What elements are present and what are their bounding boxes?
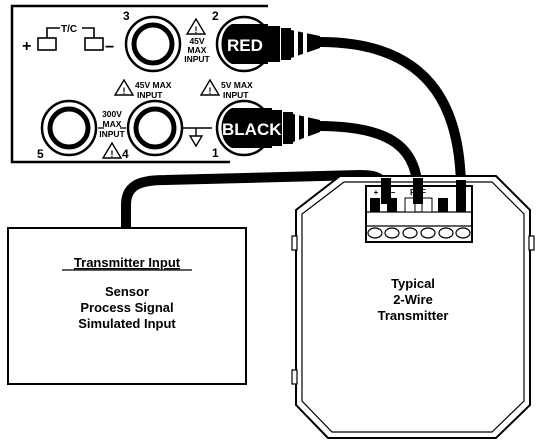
warn-45v-line2: MAX	[188, 45, 207, 55]
warning-triangle-icon	[113, 78, 135, 96]
transmitter-line2: 2-Wire	[393, 292, 433, 307]
warn-45v-line1: 45V	[189, 36, 204, 46]
tc-minus: −	[105, 39, 114, 56]
jack-5: 5	[37, 99, 98, 161]
warning-triangle-icon	[185, 17, 207, 35]
tc-bracket	[46, 27, 95, 38]
warn-5v-line1: 5V MAX	[221, 80, 253, 90]
warning-300v: 300V MAX INPUT !	[98, 109, 126, 159]
tc-label: T/C	[61, 24, 77, 35]
svg-text:!: !	[123, 86, 126, 96]
warn-45v-mid-line1: 45V MAX	[135, 80, 172, 90]
transmitter-input-line3: Simulated Input	[78, 316, 176, 331]
svg-text:!: !	[209, 86, 212, 96]
warning-45v-top: ! 45V MAX INPUT	[184, 17, 211, 64]
terminal-minus: −	[391, 188, 396, 197]
jack-5-number: 5	[37, 147, 44, 161]
transmitter-input-line1: Sensor	[105, 284, 149, 299]
jack-1-number: 1	[212, 146, 219, 160]
tc-plus: +	[22, 38, 31, 55]
black-plug-label: BLACK	[222, 120, 282, 139]
transmitter-line1: Typical	[391, 276, 435, 291]
panel-outline	[10, 4, 268, 164]
warning-45v-mid: ! 45V MAX INPUT	[113, 78, 172, 100]
red-plug-label: RED	[227, 36, 263, 55]
warn-45v-mid-line2: INPUT	[137, 90, 163, 100]
warn-300v-line3: INPUT	[99, 129, 125, 139]
svg-text:!: !	[195, 25, 198, 35]
transmitter-input-title: Transmitter Input	[74, 255, 181, 270]
warn-45v-line3: INPUT	[184, 54, 210, 64]
warning-triangle-icon	[101, 141, 123, 159]
jack-3-number: 3	[123, 9, 130, 23]
jack-4: 4	[122, 99, 184, 161]
warning-triangle-icon	[199, 78, 221, 96]
warn-5v-line2: INPUT	[223, 90, 249, 100]
transmitter-body: + − REF Typical 2-Wire Transmitter	[291, 175, 535, 439]
cable-ends	[381, 178, 466, 204]
warn-300v-line1: 300V	[102, 109, 122, 119]
ground-link	[182, 127, 212, 148]
warn-300v-line2: MAX	[103, 119, 122, 129]
tc-connector-symbol: + T/C −	[22, 24, 114, 56]
tc-minus-terminal	[84, 37, 104, 51]
terminal-plus: +	[374, 188, 379, 197]
svg-text:!: !	[111, 149, 114, 159]
red-lead-cable	[315, 37, 467, 201]
jack-4-number: 4	[122, 147, 129, 161]
jack-2-number: 2	[212, 9, 219, 23]
black-plug: BLACK	[221, 108, 320, 148]
transmitter-line3: Transmitter	[378, 308, 449, 323]
warning-5v: ! 5V MAX INPUT	[199, 78, 253, 100]
jack-3: 3	[123, 9, 182, 73]
red-plug: RED	[221, 24, 320, 64]
tc-plus-terminal	[37, 37, 57, 51]
transmitter-input-box: Transmitter Input Sensor Process Signal …	[7, 227, 247, 385]
ground-icon	[188, 135, 204, 148]
transmitter-input-line2: Process Signal	[80, 300, 173, 315]
